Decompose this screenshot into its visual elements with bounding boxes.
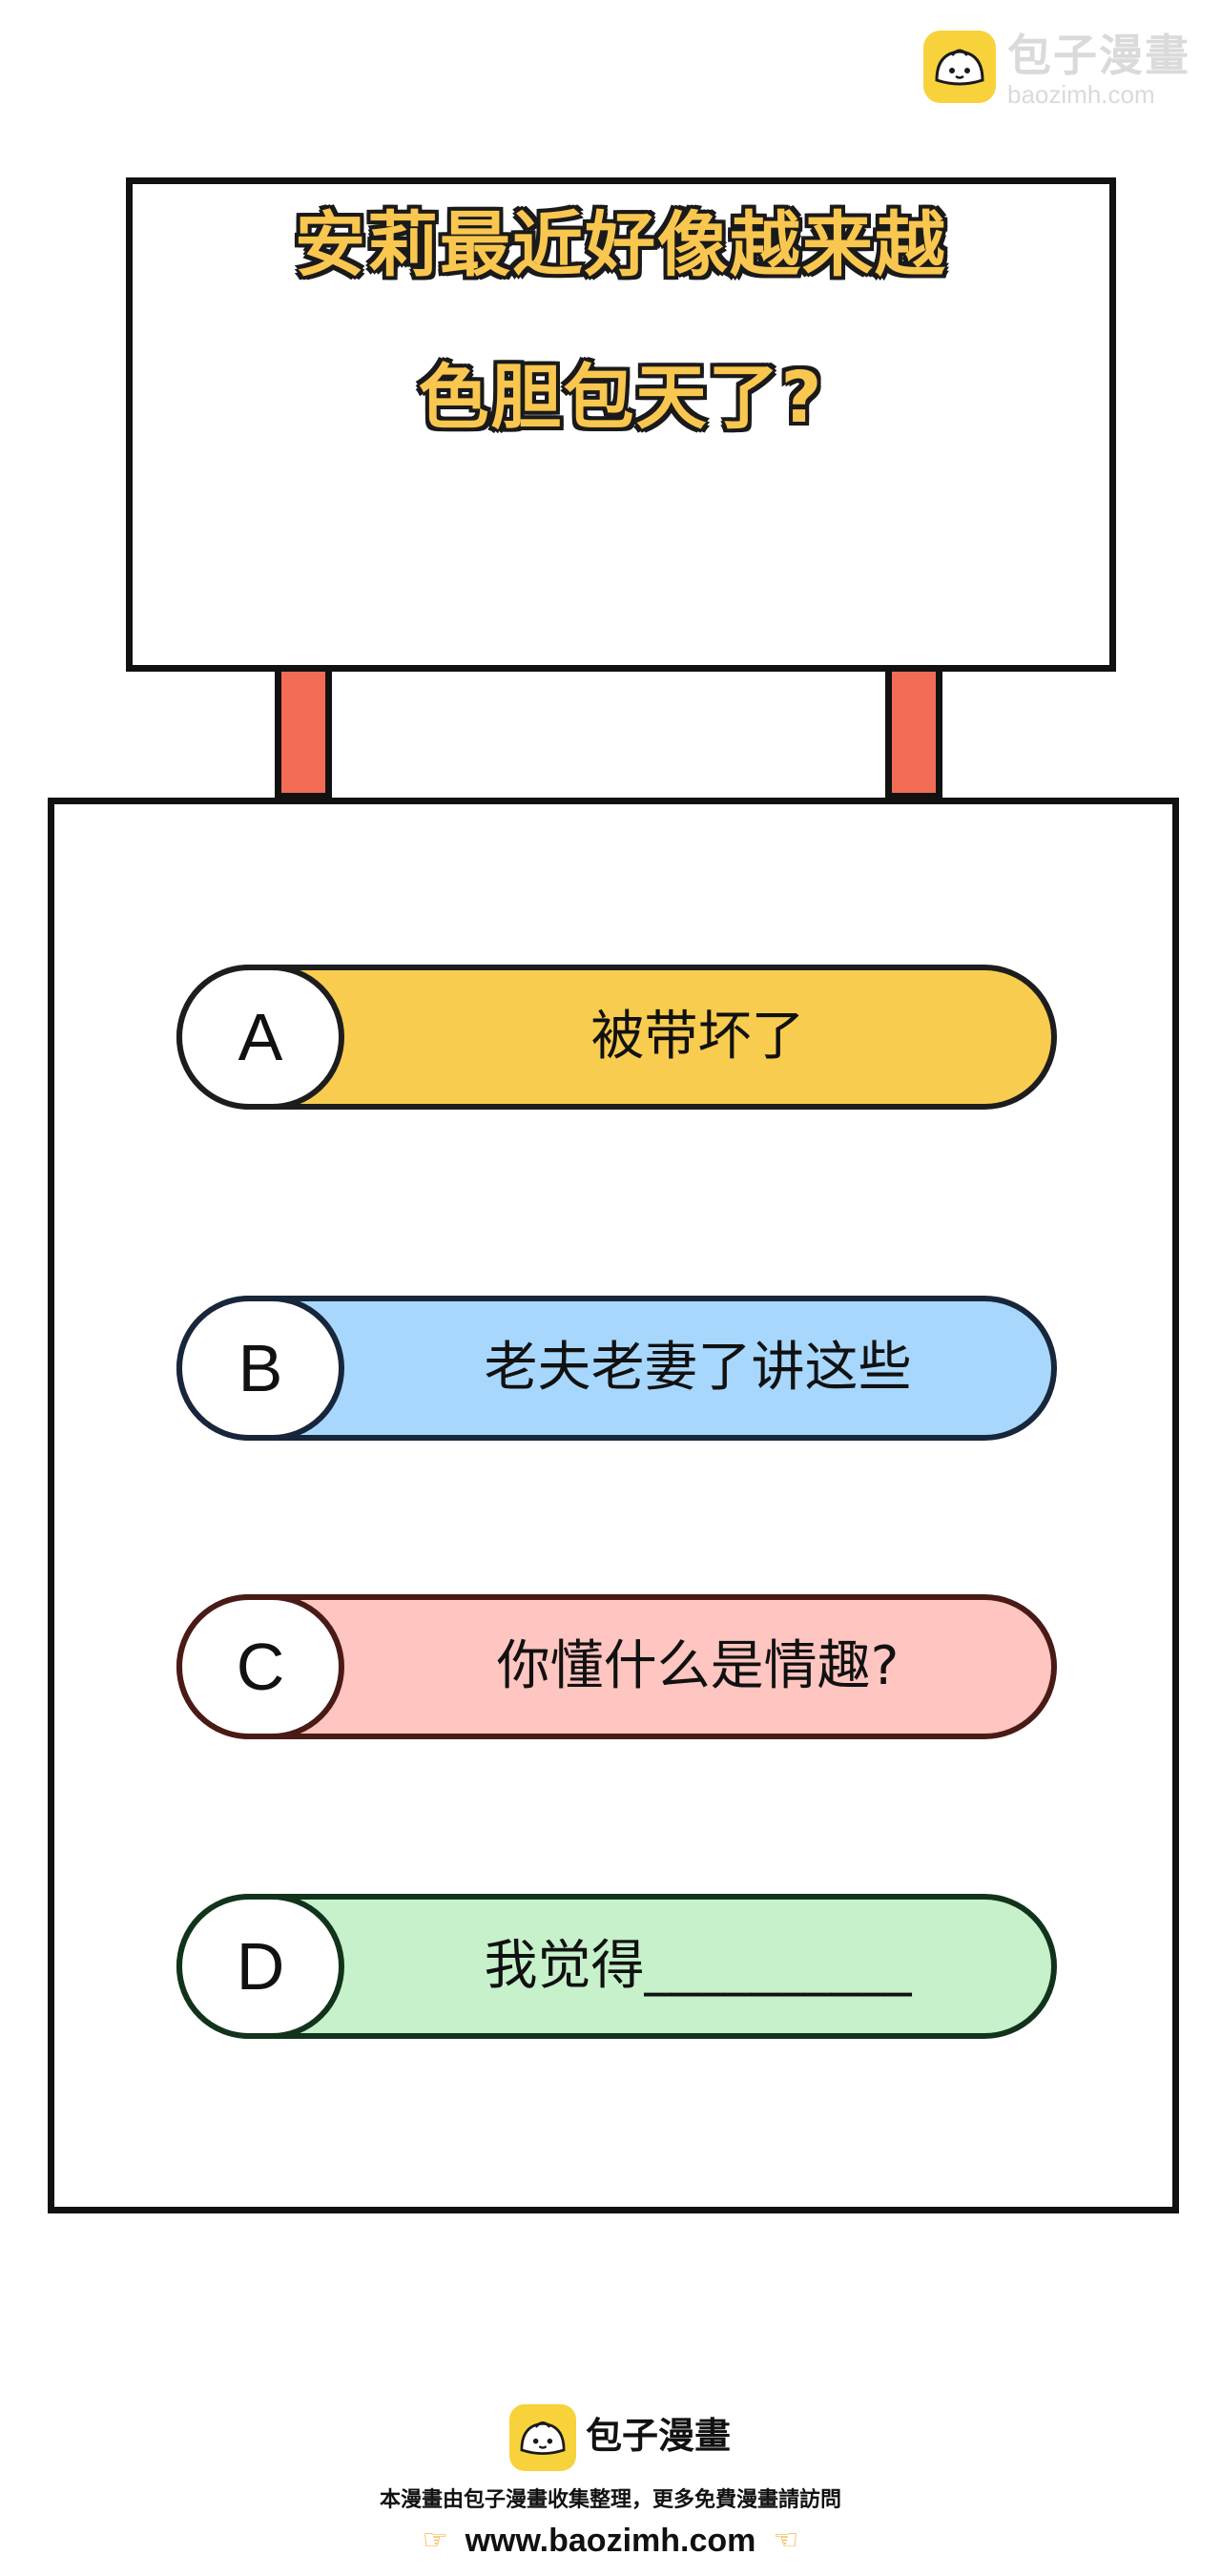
option-b-text: 老夫老妻了讲这些 bbox=[484, 1337, 912, 1399]
question-title: 安莉最近好像越来越 色胆包天了? bbox=[133, 204, 1109, 468]
question-line-1: 安莉最近好像越来越 bbox=[295, 204, 947, 286]
question-signboard: 安莉最近好像越来越 色胆包天了? bbox=[126, 177, 1116, 672]
footer-bun-logo-icon bbox=[509, 2404, 576, 2471]
option-c-text: 你懂什么是情趣? bbox=[496, 1635, 900, 1697]
option-a-text: 被带坏了 bbox=[590, 1006, 805, 1068]
options-panel: A 被带坏了 B 老夫老妻了讲这些 C 你懂什么是情趣? D 我觉得______… bbox=[48, 798, 1179, 2213]
option-d-button[interactable]: D 我觉得__________ bbox=[176, 1894, 1057, 2039]
option-b-letter: B bbox=[176, 1296, 344, 1441]
option-d-letter: D bbox=[176, 1894, 344, 2039]
option-a-letter: A bbox=[176, 965, 344, 1110]
option-c-button[interactable]: C 你懂什么是情趣? bbox=[176, 1594, 1057, 1739]
pointing-right-hand-icon: ☞ bbox=[422, 2523, 448, 2557]
sign-post-left bbox=[275, 672, 332, 800]
option-b-button[interactable]: B 老夫老妻了讲这些 bbox=[176, 1296, 1057, 1441]
footer-brand: 包子漫畫 bbox=[586, 2415, 732, 2457]
option-c-letter: C bbox=[176, 1594, 344, 1739]
watermark: 包子漫畫 baozimh.com bbox=[923, 31, 1200, 116]
question-line-2: 色胆包天了? bbox=[418, 357, 824, 439]
pointing-left-hand-icon: ☜ bbox=[773, 2523, 799, 2557]
watermark-title: 包子漫畫 bbox=[1007, 30, 1190, 81]
option-a-button[interactable]: A 被带坏了 bbox=[176, 965, 1057, 1110]
footer-url-link[interactable]: www.baozimh.com bbox=[465, 2522, 756, 2559]
footer-url-row: ☞ www.baozimh.com ☜ bbox=[0, 2519, 1221, 2562]
sign-post-right bbox=[885, 672, 942, 800]
watermark-url: baozimh.com bbox=[1007, 80, 1155, 109]
footer-notice: 本漫畫由包子漫畫收集整理，更多免費漫畫請訪問 bbox=[379, 2488, 841, 2512]
bun-logo-icon bbox=[923, 31, 996, 103]
option-d-text: 我觉得__________ bbox=[484, 1935, 912, 1997]
